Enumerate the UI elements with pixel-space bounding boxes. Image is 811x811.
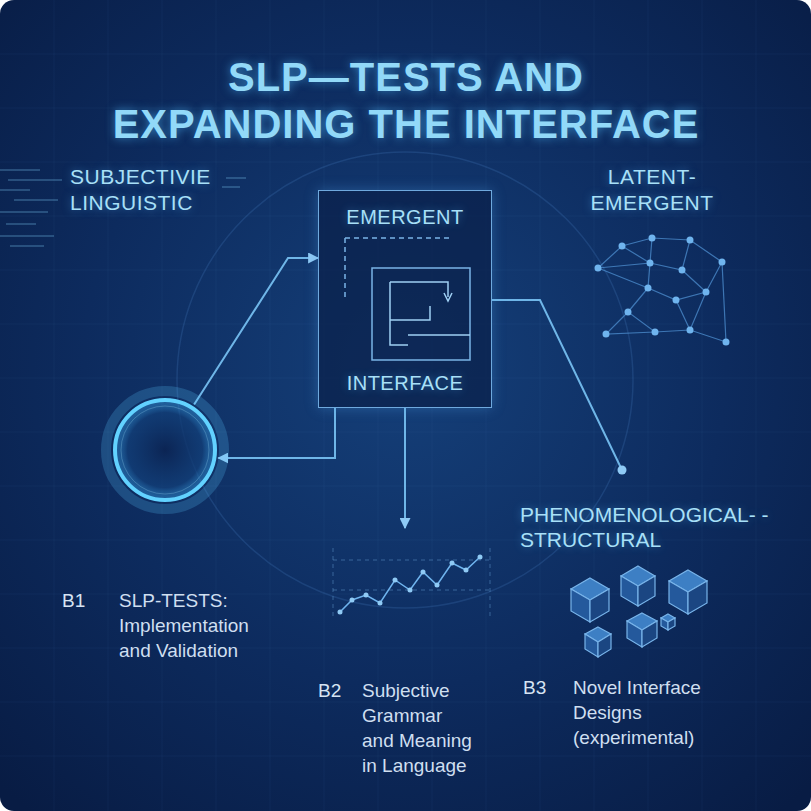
interface-box-fill	[318, 190, 492, 408]
section-label: SUBJECTIVIE LINGUISTIC	[70, 164, 248, 216]
chart-guides	[333, 548, 490, 618]
callout-number: B1	[62, 588, 85, 613]
circle-node: B1 SLP-TESTS: Implementation and Validati…	[55, 390, 277, 671]
connector	[218, 408, 335, 458]
cube-right-faces	[590, 576, 707, 657]
network-links	[598, 238, 726, 342]
cube-node: PHENOMENOLOGICAL- -STRUCTURAL B3 Novel Int…	[515, 470, 790, 758]
connector	[492, 300, 622, 470]
chart-node: B2 Subjective Grammar and Meaning in Lang…	[312, 528, 502, 786]
node-text: Subjective Grammar and Meaning in Langua…	[362, 678, 475, 778]
cube-left-faces	[571, 576, 688, 657]
callout-number: B2	[318, 678, 341, 703]
inner-interface-frame	[372, 268, 470, 360]
node-text: SLP-TESTS: Implementation and Validation	[119, 588, 269, 663]
chart-line	[340, 557, 480, 612]
maze-symbol	[390, 282, 470, 345]
node-text: Novel Interface Designs (experimental)	[573, 675, 733, 750]
interface-box: EMERGENT INTERFACE	[318, 190, 492, 408]
chart-dots	[340, 557, 480, 612]
network-dots	[598, 238, 726, 342]
diagram-title: SLP—TESTS AND EXPANDING THE INTERFACE	[112, 54, 700, 148]
connector	[404, 408, 406, 528]
connector-end-dot	[618, 466, 627, 475]
node-heading: PHENOMENOLOGICAL- -STRUCTURAL	[520, 502, 775, 552]
dashed-guide	[345, 238, 452, 300]
circle-inner-ring	[121, 406, 209, 494]
section-label: LATENT- EMERGENT	[566, 164, 738, 216]
circle-ring	[115, 400, 215, 500]
box-heading: EMERGENT	[319, 205, 491, 229]
box-heading: INTERFACE	[319, 371, 491, 395]
callout-number: B3	[523, 675, 546, 700]
circle-halo	[106, 391, 224, 509]
connector	[194, 258, 318, 405]
